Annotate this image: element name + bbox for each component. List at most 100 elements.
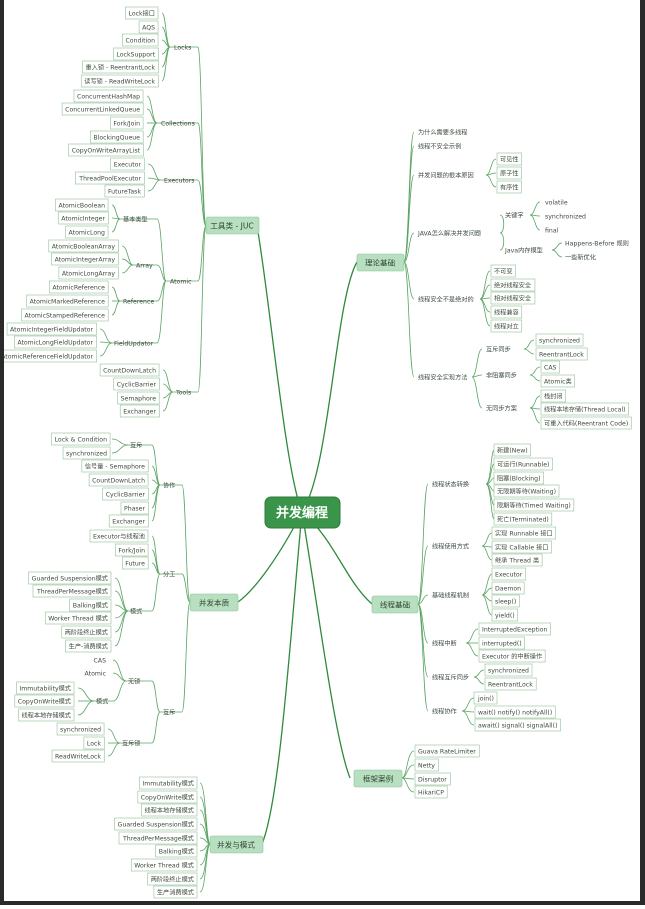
node-theory-impl-mutex-label[interactable]: 互斥同步: [486, 345, 511, 353]
node-patterns-items-8[interactable]: 生产消费模式: [153, 885, 198, 899]
node-juc-locks-items-3[interactable]: LockSupport: [113, 47, 159, 61]
node-juc-atomic-field-items-0[interactable]: AtomicIntegerFieldUpdator: [6, 322, 97, 336]
node-theory-root-items-2[interactable]: 有序性: [496, 180, 522, 194]
node-juc-atomic-array-items-1[interactable]: AtomicIntegerArray: [51, 252, 119, 266]
node-essence-mutex-mutual-label[interactable]: 互斥锁: [122, 739, 141, 747]
node-essence-mutex-mutual-items-0[interactable]: synchronized: [56, 722, 105, 736]
node-juc-executors-label[interactable]: Executors: [164, 177, 195, 184]
node-juc-locks-label[interactable]: Locks: [174, 44, 191, 51]
node-theory-impl-nonblock-items-1[interactable]: Atomic类: [540, 374, 575, 388]
node-thread-interrupt-label[interactable]: 线程中断: [432, 639, 457, 647]
node-essence-cooperate-label[interactable]: 协作: [163, 481, 175, 489]
node-thread-mutex-items-1[interactable]: ReentrantLock: [484, 677, 537, 691]
node-essence-mutex-lockfree-label[interactable]: 无锁: [128, 677, 140, 685]
node-essence-mutex-lockfree-items-1[interactable]: Atomic: [85, 670, 107, 677]
node-juc-atomic-array-items-2[interactable]: AtomicLongArray: [58, 266, 119, 280]
node-theory-impl-nonblock-label[interactable]: 非阻塞同步: [486, 371, 517, 379]
node-thread-mutex-items-0[interactable]: synchronized: [484, 663, 533, 677]
node-essence-divide-patterns-2[interactable]: Balking模式: [69, 598, 112, 612]
node-thread-mechanism-items-1[interactable]: Daemon: [491, 581, 525, 595]
node-essence-cooperate-leaves-4[interactable]: CyclicBarrier: [102, 487, 149, 501]
node-theory-safety-items-1[interactable]: 绝对线程安全: [490, 278, 536, 292]
node-juc-collections-items-2[interactable]: Fork/Join: [110, 116, 144, 130]
node-essence-cooperate-leaves-2[interactable]: 信号量 - Semaphore: [81, 459, 149, 473]
node-juc-atomic-basic-items-0[interactable]: AtomicBoolean: [55, 198, 109, 212]
node-theory-jmm-model-items-1[interactable]: 一些新优化: [565, 253, 596, 261]
node-juc-atomic-reference-items-0[interactable]: AtomicReference: [49, 280, 109, 294]
node-patterns-items-4[interactable]: ThreadPerMessage模式: [118, 831, 198, 845]
node-thread-coop-items-2[interactable]: await() signal() signalAll(): [474, 718, 561, 732]
node-essence-mutex-lockfree-pattern_label[interactable]: 模式: [96, 697, 108, 705]
node-thread-interrupt-items-1[interactable]: interrupted(): [478, 636, 526, 650]
node-essence-divide-leaves-1[interactable]: Fork/Join: [115, 543, 149, 557]
node-theory-jmm-keyword-items-1[interactable]: synchronized: [545, 213, 586, 220]
node-theory-safety-items-2[interactable]: 相对线程安全: [490, 291, 536, 305]
node-theory-root-items-0[interactable]: 可见性: [496, 152, 522, 166]
node-thread-state-label[interactable]: 线程状态转换: [432, 480, 469, 488]
node-cases-items-0[interactable]: Guava RateLimiter: [414, 744, 480, 758]
node-essence-divide-patterns-0[interactable]: Guarded Suspension模式: [28, 571, 112, 585]
node-thread-mechanism-items-3[interactable]: yield(): [491, 608, 518, 622]
node-juc-collections-items-3[interactable]: BlockingQueue: [90, 130, 144, 144]
node-juc-atomic-field-items-1[interactable]: AtomicLongFieldUpdator: [14, 335, 97, 349]
main-theory[interactable]: 理论基础: [365, 258, 396, 268]
node-thread-usage-items-1[interactable]: 实现 Callable 接口: [491, 540, 552, 554]
node-thread-usage-items-2[interactable]: 继承 Thread 类: [491, 553, 543, 567]
node-thread-interrupt-items-0[interactable]: InterruptedException: [478, 622, 551, 636]
node-juc-atomic-array-items-0[interactable]: AtomicBooleanArray: [48, 239, 119, 253]
node-juc-locks-items-0[interactable]: Lock接口: [125, 6, 159, 20]
node-theory-impl-mutex-items-0[interactable]: synchronized: [535, 333, 584, 347]
node-juc-atomic-reference-label[interactable]: Reference: [123, 298, 154, 305]
node-thread-state-items-5[interactable]: 死亡(Terminated): [493, 512, 553, 526]
node-juc-atomic-basic-items-1[interactable]: AtomicInteger: [57, 211, 109, 225]
node-juc-executors-items-1[interactable]: ThreadPoolExecutor: [74, 171, 145, 185]
node-theory-impl-mutex-items-1[interactable]: ReentrantLock: [535, 347, 588, 361]
node-juc-atomic-array-label[interactable]: Array: [136, 262, 153, 269]
node-essence-cooperate-leaves-0[interactable]: Lock & Condition: [51, 432, 111, 446]
node-thread-state-items-2[interactable]: 阻塞(Blocking): [493, 471, 544, 485]
node-juc-atomic-field-items-2[interactable]: AtomicReferenceFieldUpdator: [0, 349, 97, 363]
node-patterns-items-6[interactable]: Worker Thread 模式: [130, 858, 198, 872]
node-essence-mutex-lockfree-patterns-0[interactable]: Immutability模式: [16, 681, 75, 695]
node-juc-atomic-reference-items-2[interactable]: AtomicStampedReference: [21, 308, 109, 322]
node-juc-tools-items-1[interactable]: CyclicBarrier: [113, 377, 160, 391]
node-thread-state-items-4[interactable]: 限期等待(Timed Waiting): [493, 498, 575, 512]
node-juc-locks-items-5[interactable]: 读写锁 - ReadWriteLock: [80, 74, 159, 88]
node-thread-usage-items-0[interactable]: 实现 Runnable 接口: [491, 526, 557, 540]
node-theory-jmm-keyword-items-2[interactable]: final: [545, 227, 559, 234]
node-juc-tools-items-3[interactable]: Exchanger: [119, 404, 160, 418]
node-essence-divide-patterns-4[interactable]: 两阶段终止模式: [61, 625, 112, 639]
main-juc[interactable]: 工具类 - JUC: [210, 221, 253, 231]
node-patterns-items-2[interactable]: 线程本地存储模式: [141, 803, 198, 817]
node-theory-root-items-1[interactable]: 原子性: [496, 166, 522, 180]
node-theory-why[interactable]: 为什么需要多线程: [418, 128, 468, 136]
node-theory-jmm-keyword-label[interactable]: 关键字: [505, 211, 524, 219]
node-thread-state-items-0[interactable]: 新建(New): [493, 443, 532, 457]
node-theory-impl-nosync-items-1[interactable]: 线程本地存储(Thread Local): [540, 402, 629, 416]
node-thread-interrupt-items-2[interactable]: Executor 的中断操作: [478, 649, 546, 663]
node-theory-safety-items-3[interactable]: 线程兼容: [490, 305, 523, 319]
node-essence-divide-pattern_label[interactable]: 模式: [130, 607, 142, 615]
node-theory-jmm-model-label[interactable]: Java内存模型: [504, 246, 543, 254]
node-theory-jmm-label[interactable]: JAVA怎么解决并发问题: [417, 229, 481, 237]
node-essence-cooperate-leaves-6[interactable]: Exchanger: [108, 514, 149, 528]
node-thread-coop-items-0[interactable]: join(): [473, 691, 498, 705]
node-theory-jmm-keyword-items-0[interactable]: volatile: [545, 199, 568, 206]
node-theory-root-label[interactable]: 并发问题的根本原因: [418, 171, 474, 179]
node-thread-mechanism-label[interactable]: 基础线程机制: [432, 591, 469, 599]
center-node[interactable]: 并发编程: [264, 496, 341, 529]
node-juc-atomic-basic-items-2[interactable]: AtomicLong: [65, 225, 109, 239]
main-cases[interactable]: 框架案例: [363, 774, 394, 784]
node-essence-divide-patterns-5[interactable]: 生产-消费模式: [65, 639, 112, 653]
node-thread-mutex-label[interactable]: 线程互斥同步: [432, 673, 469, 681]
node-patterns-items-0[interactable]: Immutability模式: [139, 776, 198, 790]
node-juc-tools-items-0[interactable]: CountDownLatch: [99, 363, 160, 377]
node-essence-mutex-mutual-items-1[interactable]: Lock: [83, 736, 105, 750]
node-essence-cooperate-leaves-3[interactable]: CountDownLatch: [88, 473, 149, 487]
node-juc-collections-items-4[interactable]: CopyOnWriteArrayList: [68, 143, 144, 157]
node-theory-safety-label[interactable]: 线程安全不是绝对的: [418, 295, 474, 303]
node-juc-atomic-field-label[interactable]: FieldUpdator: [114, 340, 154, 347]
node-essence-mutex-lockfree-patterns-1[interactable]: CopyOnWrite模式: [14, 694, 75, 708]
node-essence-cooperate-leaves-1[interactable]: synchronized: [62, 446, 111, 460]
node-patterns-items-5[interactable]: Balking模式: [155, 844, 198, 858]
